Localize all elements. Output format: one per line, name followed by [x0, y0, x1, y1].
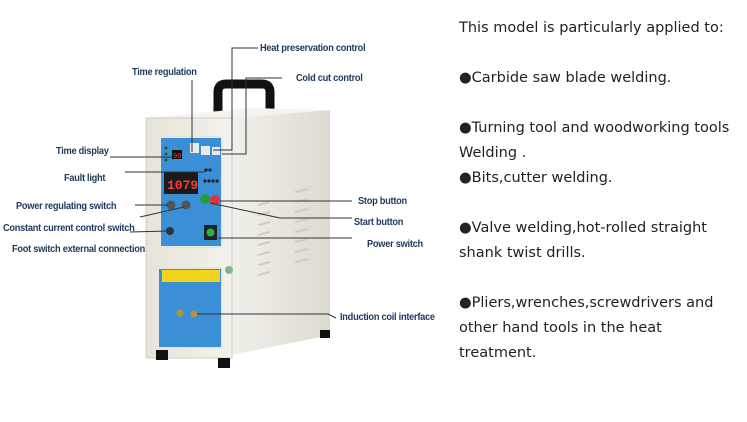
label-cold-cut-control: Cold cut control	[296, 72, 363, 84]
label-start-button: Start button	[354, 216, 404, 228]
list-item-continuation: Welding .	[459, 145, 527, 161]
list-item-continuation: other hand tools in the heat	[459, 320, 662, 336]
label-power-switch: Power switch	[367, 238, 423, 250]
label-fault-light: Fault light	[64, 172, 106, 184]
svg-text:1079: 1079	[167, 178, 198, 193]
intro-text: This model is particularly applied to:	[459, 20, 724, 36]
label-heat-preservation-control: Heat preservation control	[260, 42, 366, 54]
induction-heater-illustration: 90 1079	[110, 47, 352, 368]
list-item: ●Valve welding,hot-rolled straight	[459, 220, 707, 236]
label-induction-coil-interface: Induction coil interface	[340, 311, 435, 323]
label-stop-button: Stop button	[358, 195, 407, 207]
list-item: ●Turning tool and woodworking tools	[459, 120, 730, 136]
list-item-continuation: shank twist drills.	[459, 245, 586, 261]
label-time-regulation: Time regulation	[132, 66, 197, 78]
label-constant-current-switch: Constant current control switch	[3, 222, 135, 234]
label-power-regulating-switch: Power regulating switch	[16, 200, 117, 212]
list-item: ●Carbide saw blade welding.	[459, 70, 672, 86]
list-item: ●Pliers,wrenches,screwdrivers and	[459, 295, 714, 311]
label-foot-switch-connection: Foot switch external connection	[12, 243, 146, 255]
svg-text:90: 90	[173, 153, 181, 161]
list-item-continuation: treatment.	[459, 345, 537, 361]
list-item: ●Bits,cutter welding.	[459, 170, 613, 186]
label-time-display: Time display	[56, 145, 109, 157]
machine-diagram: 90 1079	[3, 42, 435, 368]
